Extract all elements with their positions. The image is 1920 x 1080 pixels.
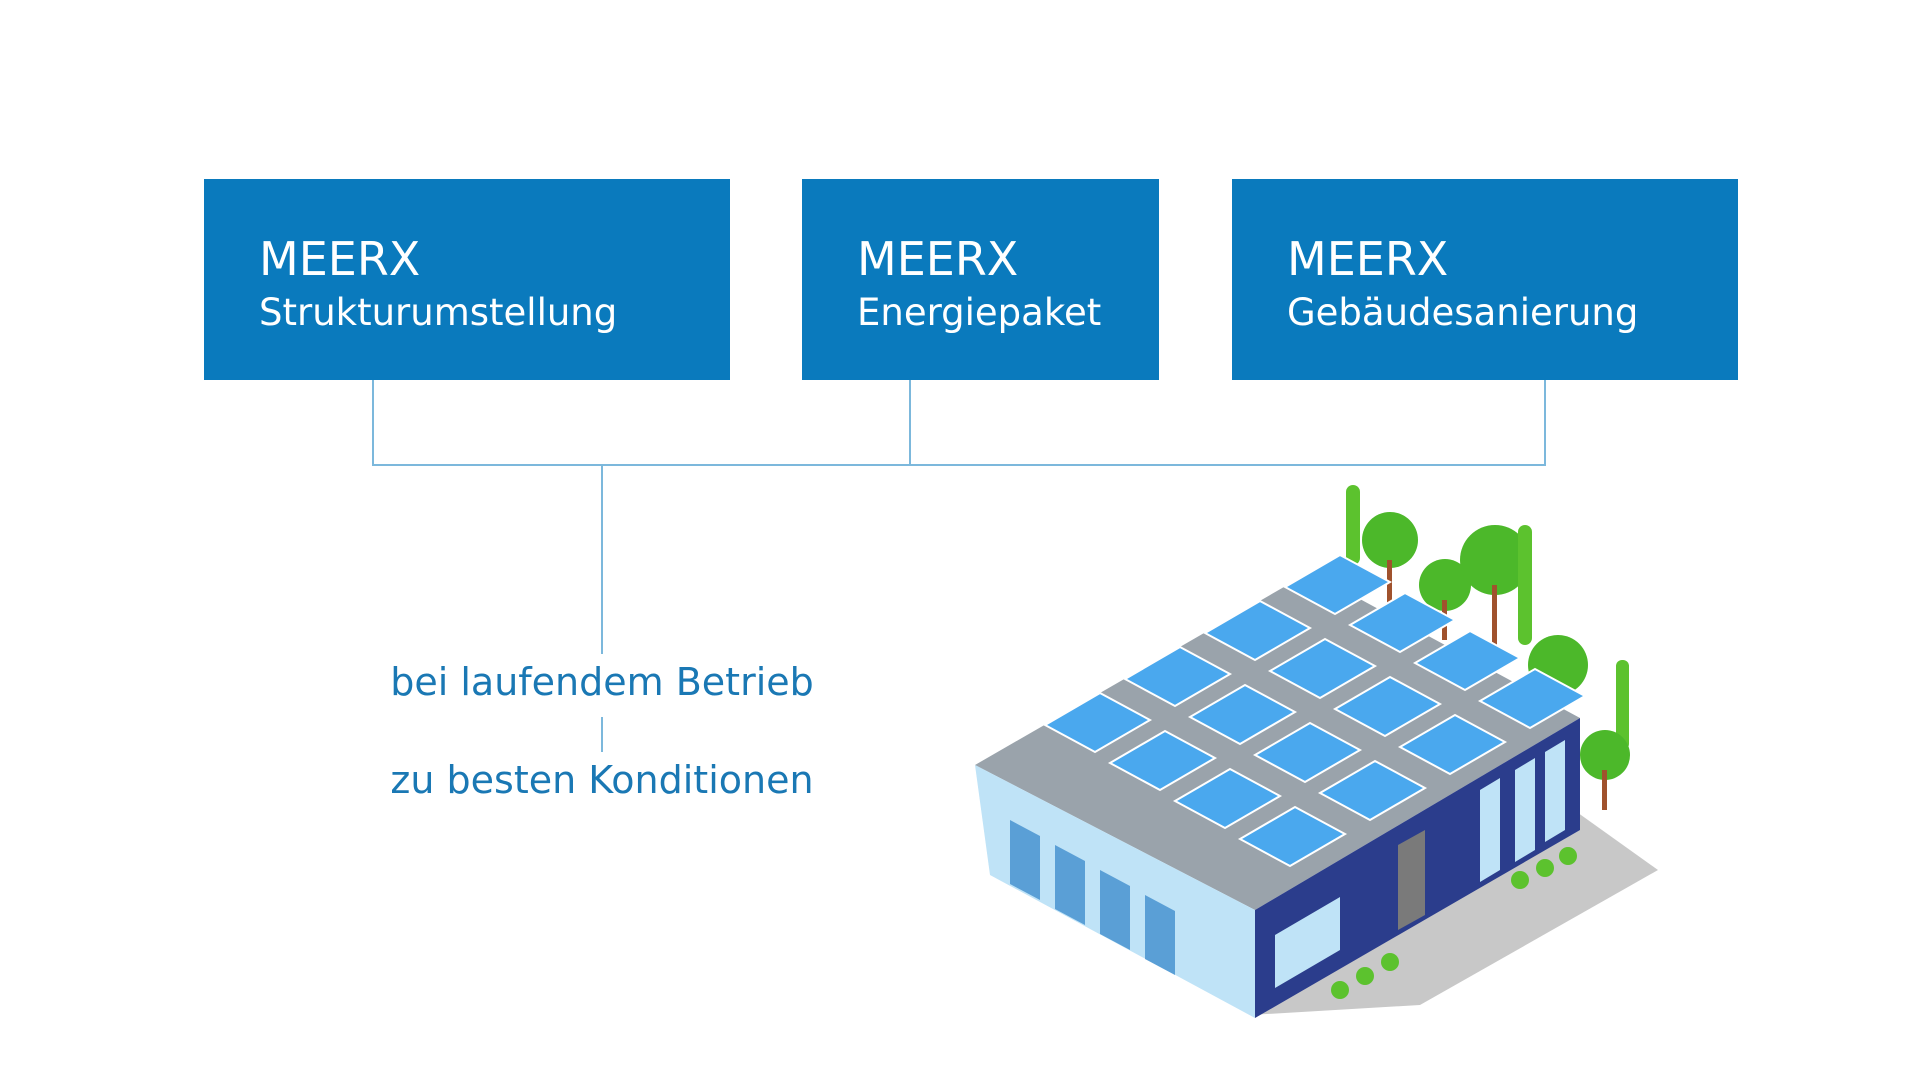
box-gebaeudesanierung: MEERX Gebäudesanierung: [1232, 179, 1738, 380]
solar-panel: [1317, 759, 1428, 822]
connector-line: [909, 380, 911, 466]
solar-panel: [1347, 591, 1458, 654]
box-label: Strukturumstellung: [259, 291, 618, 334]
connector-line: [601, 717, 603, 752]
box-brand: MEERX: [857, 232, 1019, 286]
box-brand: MEERX: [1287, 232, 1449, 286]
box-label: Gebäudesanierung: [1287, 291, 1639, 334]
solar-panel: [1042, 691, 1153, 754]
box-strukturumstellung: MEERX Strukturumstellung: [204, 179, 730, 380]
solar-panel: [1122, 645, 1233, 708]
caption-running-operation: bei laufendem Betrieb: [390, 660, 814, 704]
connector-line: [372, 380, 374, 466]
caption-best-conditions: zu besten Konditionen: [390, 758, 814, 802]
solar-panel: [1267, 637, 1378, 700]
box-label: Energiepaket: [857, 291, 1102, 334]
box-energiepaket: MEERX Energiepaket: [802, 179, 1159, 380]
box-brand: MEERX: [259, 232, 421, 286]
solar-panel: [1107, 729, 1218, 792]
solar-panel: [1282, 553, 1393, 616]
solar-panel: [1237, 805, 1348, 868]
garage-doors: [1010, 820, 1175, 975]
solar-panel: [1202, 599, 1313, 662]
solar-panel: [1477, 667, 1588, 730]
connector-line: [372, 464, 1546, 466]
windows: [1275, 740, 1565, 988]
solar-panels-icon: [1042, 553, 1588, 868]
solar-panel: [1332, 675, 1443, 738]
solar-panel: [1187, 683, 1298, 746]
solar-panel: [1252, 721, 1363, 784]
solar-panel: [1412, 629, 1523, 692]
solar-panel: [1172, 767, 1283, 830]
door: [1398, 830, 1425, 930]
trees-icon: [1346, 485, 1630, 810]
connector-line: [1544, 380, 1546, 466]
solar-panel: [1397, 713, 1508, 776]
connector-line: [601, 464, 603, 654]
bushes-icon: [1331, 847, 1577, 999]
